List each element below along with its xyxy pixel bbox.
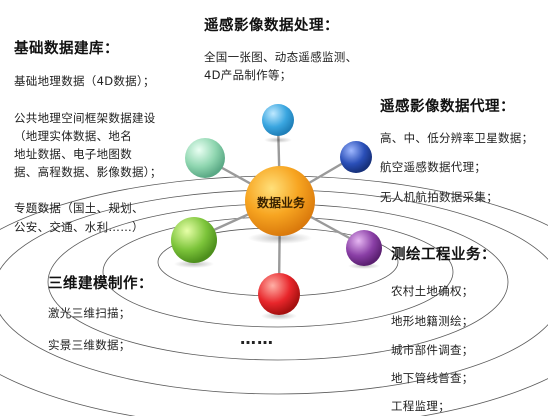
surveying-line: 地下管线普查；	[391, 371, 474, 385]
basic-data-line: 据、高程数据、影像数据）；	[14, 165, 162, 179]
more-ellipsis: ……	[240, 329, 274, 348]
mint-sphere	[185, 138, 225, 178]
agency-line: 无人机航拍数据采集；	[380, 190, 498, 204]
modeling-line: 实景三维数据；	[48, 338, 131, 352]
imaging-title: 遥感影像数据处理：	[204, 18, 339, 34]
surveying-title: 测绘工程业务：	[391, 247, 496, 263]
basic-data-title: 基础数据建库：	[14, 41, 119, 57]
modeling-title: 三维建模制作：	[48, 276, 153, 292]
agency-line: 航空遥感数据代理；	[380, 160, 487, 174]
basic-data-line: 基础地理数据（4D数据）；	[14, 74, 155, 88]
navy-sphere	[340, 141, 372, 173]
imaging-line: 全国一张图、动态遥感监测、	[204, 50, 358, 64]
agency-title: 遥感影像数据代理：	[380, 99, 515, 115]
basic-data-line: 公共地理空间框架数据建设	[14, 111, 156, 125]
agency-line: 高、中、低分辨率卫星数据；	[380, 131, 534, 145]
imaging-line: 4D产品制作等；	[204, 68, 292, 82]
red-sphere	[258, 273, 300, 315]
hub-sphere	[245, 166, 315, 236]
surveying-line: 农村土地确权；	[391, 284, 474, 298]
surveying-line: 城市部件调查；	[391, 343, 474, 357]
basic-data-line: 公安、交通、水利……）	[14, 220, 144, 234]
basic-data-line: 专题数据（国土、规划、	[14, 201, 144, 215]
surveying-line: 工程监理；	[391, 399, 450, 413]
purple-sphere	[346, 230, 382, 266]
green-sphere	[171, 217, 217, 263]
basic-data-line: 地址数据、电子地图数	[14, 147, 132, 161]
surveying-line: 地形地籍测绘；	[391, 314, 474, 328]
basic-data-line: （地理实体数据、地名	[14, 129, 132, 143]
blue-sphere	[262, 104, 294, 136]
modeling-line: 激光三维扫描；	[48, 306, 131, 320]
hub-label: 数据业务	[256, 196, 305, 210]
